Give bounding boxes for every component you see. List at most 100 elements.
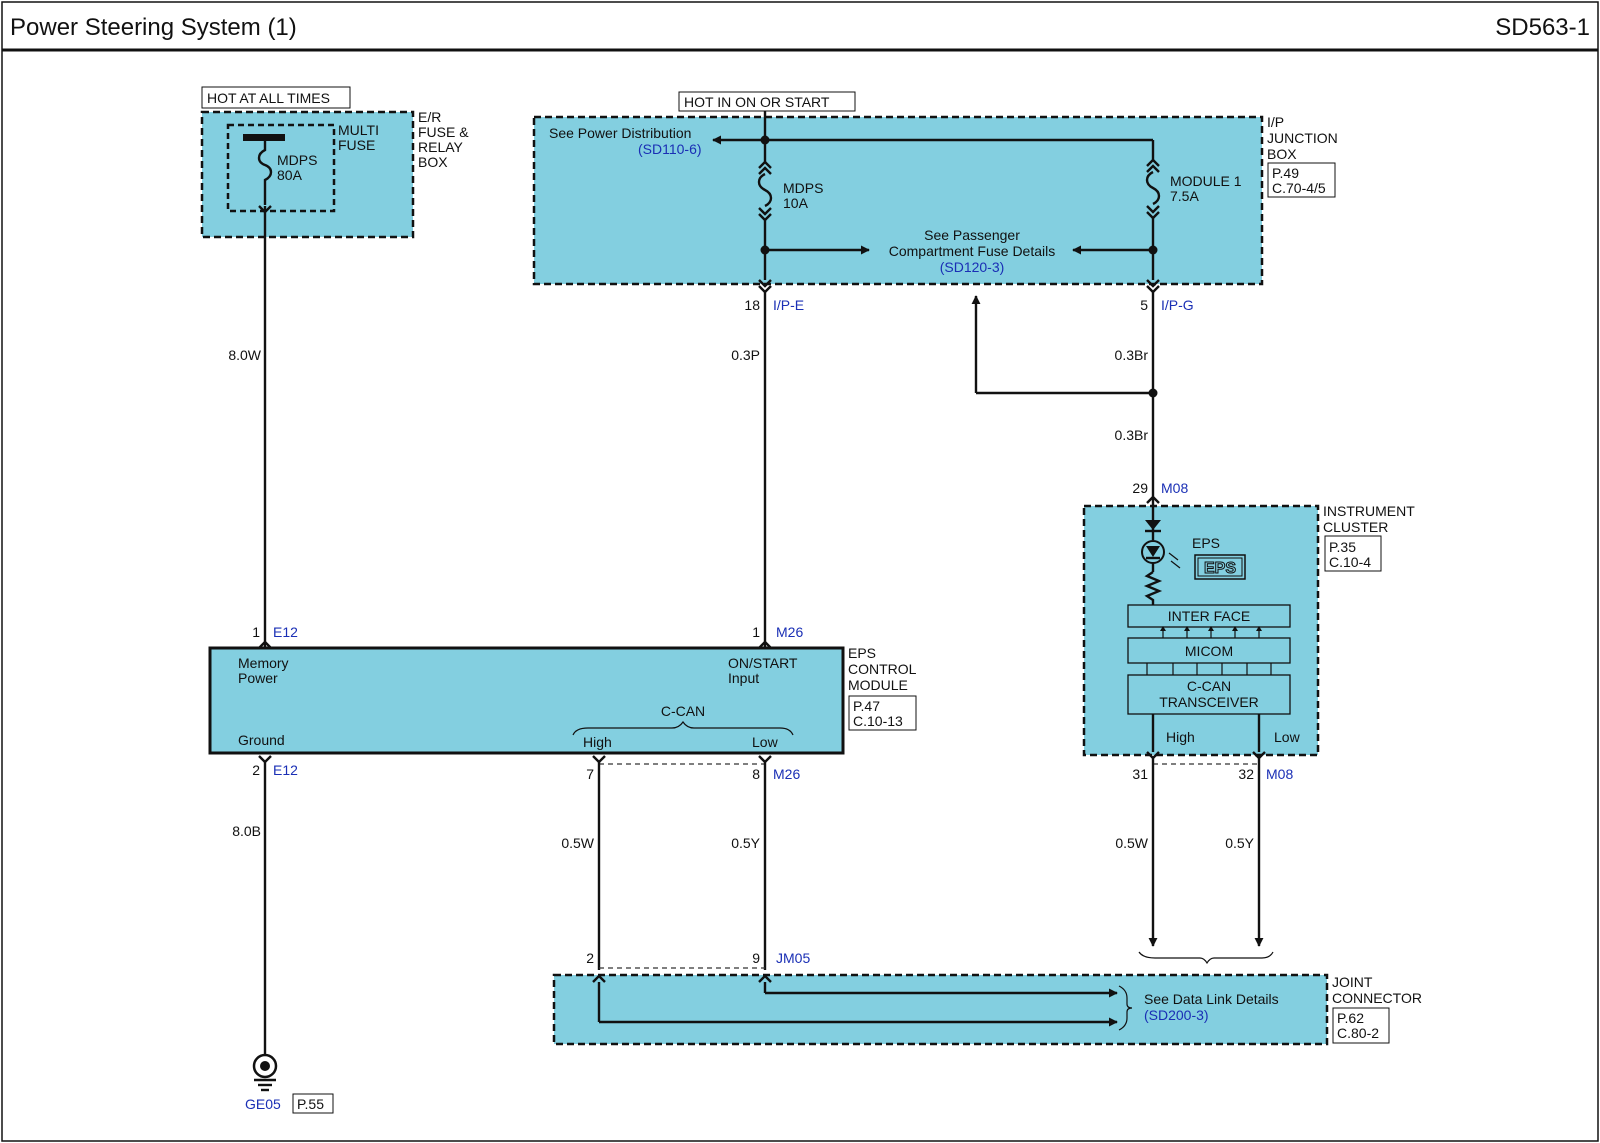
diagram-label: MICOM bbox=[1185, 643, 1233, 659]
eps-badge bbox=[1194, 554, 1246, 580]
diagram-label: C.80-2 bbox=[1337, 1025, 1379, 1041]
diagram-label: 9 bbox=[752, 950, 760, 966]
multi-fuse-outline bbox=[226, 123, 336, 213]
diagram-label: P.62 bbox=[1337, 1010, 1364, 1026]
diagram-label: JUNCTION bbox=[1267, 130, 1338, 146]
diagram-label: ON/START bbox=[728, 655, 798, 671]
diagram-label: P.35 bbox=[1329, 539, 1356, 555]
diode-icon bbox=[1145, 520, 1161, 530]
diagram-label: 0.5Y bbox=[731, 835, 760, 851]
diagram-label: 29 bbox=[1132, 480, 1148, 496]
page-code: SD563-1 bbox=[1495, 14, 1590, 41]
diagram-label: 10A bbox=[783, 195, 809, 211]
diagram-label: C-CAN bbox=[1187, 678, 1231, 694]
c-can-brace bbox=[572, 720, 794, 736]
ground-icon bbox=[252, 1053, 278, 1092]
diagram-label: M08 bbox=[1266, 766, 1293, 782]
fuse-10a-icon bbox=[757, 160, 773, 222]
diagram-label: 0.3P bbox=[731, 347, 760, 363]
diagram-label: (SD110-6) bbox=[638, 141, 702, 157]
diagram-label: Memory bbox=[238, 655, 289, 671]
diagram-label: 8 bbox=[752, 766, 760, 782]
diagram-label: 0.5W bbox=[561, 835, 594, 851]
diagram-label: EPS bbox=[848, 645, 876, 661]
diagram-label: TRANSCEIVER bbox=[1159, 694, 1259, 710]
diagram-label: 7.5A bbox=[1170, 188, 1199, 204]
diagram-label: M26 bbox=[773, 766, 800, 782]
diagram-label: Low bbox=[1274, 729, 1301, 745]
diagram-label: RELAY bbox=[418, 139, 464, 155]
diagram-label: 31 bbox=[1132, 766, 1148, 782]
diagram-label: I/P bbox=[1267, 114, 1284, 130]
bus-bar-icon bbox=[243, 134, 285, 141]
diagram-label: C.10-4 bbox=[1329, 554, 1371, 570]
diagram-label: Input bbox=[728, 670, 759, 686]
diagram-label: FUSE & bbox=[418, 124, 469, 140]
diagram-label: See Power Distribution bbox=[549, 125, 691, 141]
diagram-label: E/R bbox=[418, 109, 441, 125]
diagram-label: (SD200-3) bbox=[1144, 1007, 1209, 1023]
diagram-label: 8.0B bbox=[232, 823, 261, 839]
diagram-label: Compartment Fuse Details bbox=[889, 243, 1056, 259]
diagram-label: See Passenger bbox=[924, 227, 1020, 243]
diagram-label: 1 bbox=[752, 624, 760, 640]
diagram-label: 2 bbox=[586, 950, 594, 966]
diagram-label: P.49 bbox=[1272, 165, 1299, 181]
diagram-label: 5 bbox=[1140, 297, 1148, 313]
diagram-label: M26 bbox=[776, 624, 803, 640]
diagram-label: M08 bbox=[1161, 480, 1188, 496]
hot-in-on-or-start-label bbox=[678, 91, 856, 112]
diagram-label: Ground bbox=[238, 732, 285, 748]
diagram-label: 0.3Br bbox=[1115, 427, 1149, 443]
er-fuse-relay-box: HOT AT ALL TIMES E/R FUSE & RELAY BOX MU… bbox=[200, 86, 469, 239]
diagram-label: Low bbox=[752, 734, 779, 750]
diagram-label: FUSE bbox=[338, 137, 375, 153]
diagram-label: MULTI bbox=[338, 122, 379, 138]
diagram-label: 0.3Br bbox=[1115, 347, 1149, 363]
diagram-label: JOINT bbox=[1332, 974, 1373, 990]
hot-at-all-times-label bbox=[201, 86, 351, 109]
diagram-label: MODULE bbox=[848, 677, 908, 693]
diagram-label: (SD120-3) bbox=[940, 259, 1005, 275]
instrument-cluster: INSTRUMENT CLUSTER P.35 C.10-4 EPS EPS I… bbox=[1082, 495, 1415, 760]
diagram-label: 0.5W bbox=[1115, 835, 1148, 851]
diagram-label: E12 bbox=[273, 624, 298, 640]
joint-connector: See Data Link Details (SD200-3) JOINT CO… bbox=[552, 973, 1422, 1046]
diagram-label: INTER FACE bbox=[1168, 608, 1250, 624]
diagram-label: INSTRUMENT bbox=[1323, 503, 1415, 519]
diagram-label: CLUSTER bbox=[1323, 519, 1388, 535]
diagram-label: GE05 bbox=[245, 1096, 281, 1112]
diagram-label: C.10-13 bbox=[853, 713, 903, 729]
diagram-label: CONNECTOR bbox=[1332, 990, 1422, 1006]
diagram-label: High bbox=[583, 734, 612, 750]
diagram-label: 0.5Y bbox=[1225, 835, 1254, 851]
diagram-label: See Data Link Details bbox=[1144, 991, 1279, 1007]
data-link-brace bbox=[1138, 951, 1274, 965]
diagram-label: 32 bbox=[1238, 766, 1254, 782]
diagram-label: BOX bbox=[418, 154, 448, 170]
diagram-label: E12 bbox=[273, 762, 298, 778]
diagram-label: HOT AT ALL TIMES bbox=[207, 90, 330, 106]
diagram-label: P.55 bbox=[297, 1096, 324, 1112]
diagram-label: HOT IN ON OR START bbox=[684, 94, 830, 110]
eps-control-module: Memory Power ON/START Input Ground C-CAN… bbox=[208, 645, 917, 755]
diagram-label: MDPS bbox=[783, 180, 823, 196]
interface-block bbox=[1127, 604, 1291, 628]
diagram-label: 2 bbox=[252, 762, 260, 778]
diagram-label: JM05 bbox=[776, 950, 810, 966]
diagram-label: 7 bbox=[586, 766, 594, 782]
diagram-label: C.70-4/5 bbox=[1272, 180, 1326, 196]
diagram-label: EPS bbox=[1192, 535, 1220, 551]
diagram-label: MDPS bbox=[277, 152, 317, 168]
diagram-label: 18 bbox=[744, 297, 760, 313]
diagram-label: BOX bbox=[1267, 146, 1297, 162]
c-can-transceiver-block bbox=[1127, 674, 1291, 715]
ip-junction-box: HOT IN ON OR START I/P JUNCTION BOX P.49… bbox=[532, 91, 1338, 294]
diagram-label: MODULE 1 bbox=[1170, 173, 1242, 189]
diagram-label: P.47 bbox=[853, 698, 880, 714]
fuse-80a-icon bbox=[257, 141, 273, 205]
diagram-label: EPS bbox=[1204, 560, 1236, 577]
resistor-icon bbox=[1143, 571, 1163, 605]
